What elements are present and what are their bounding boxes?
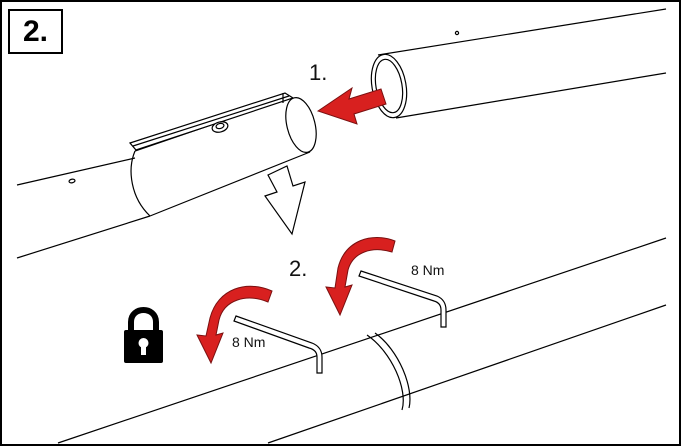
outline-down-arrow-icon [264,165,306,236]
torque-label-right: 8 Nm [411,262,445,278]
torque-label-left: 8 Nm [232,334,266,350]
step-number-badge: 2. [8,9,63,54]
hex-key-icon [233,270,447,374]
sub-step-1-label: 1. [309,60,328,85]
lower-tube [57,237,667,444]
red-arrow-icon [316,86,387,125]
upper-tube-right [370,8,667,119]
upper-tube-left [16,92,317,259]
sub-step-2-label: 2. [289,256,308,281]
lock-icon [124,307,163,363]
red-rotate-arrow-icon [196,237,396,365]
